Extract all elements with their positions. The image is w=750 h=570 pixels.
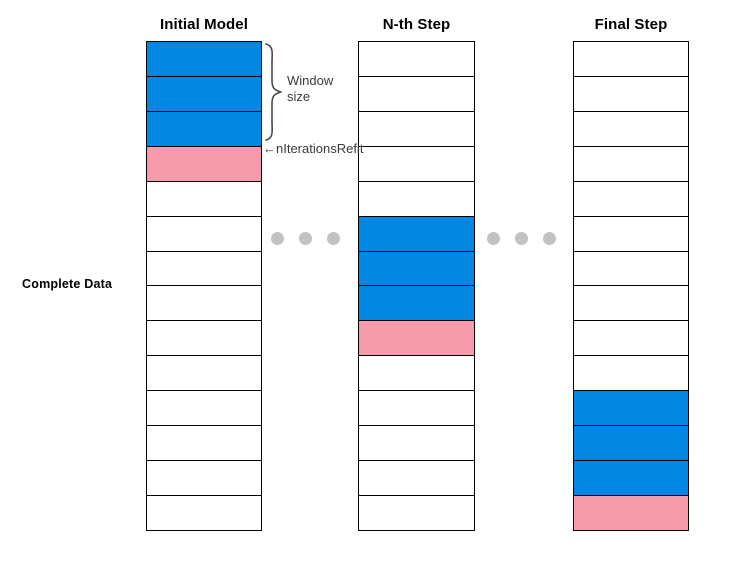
window-size-line-2: size — [287, 89, 311, 104]
data-cell-empty — [574, 286, 688, 322]
ellipsis-dot — [543, 232, 556, 245]
data-cell-empty — [359, 42, 474, 77]
column-final-step — [573, 41, 689, 531]
data-cell-empty — [574, 76, 688, 112]
data-cell-empty — [574, 251, 688, 287]
complete-data-label: Complete Data — [22, 277, 113, 291]
window-size-brace — [265, 43, 282, 141]
data-cell-empty — [147, 251, 261, 287]
data-cell-refit — [574, 495, 688, 530]
data-cell-refit — [359, 321, 474, 357]
data-cell-window — [359, 216, 474, 252]
data-cell-empty — [359, 76, 474, 112]
data-cell-window — [147, 76, 261, 112]
data-cell-window — [359, 286, 474, 322]
data-cell-empty — [147, 391, 261, 427]
column-nth-step — [358, 41, 475, 531]
ellipsis-dots-right — [487, 232, 556, 245]
data-cell-empty — [147, 356, 261, 392]
ellipsis-dots-left — [271, 232, 340, 245]
ellipsis-dot — [271, 232, 284, 245]
data-cell-empty — [359, 461, 474, 496]
data-cell-window — [147, 42, 261, 77]
data-cell-window — [147, 111, 261, 147]
data-cell-window — [574, 391, 688, 427]
data-cell-empty — [359, 146, 474, 182]
data-cell-empty — [359, 391, 474, 427]
data-cell-empty — [147, 495, 261, 530]
data-cell-empty — [574, 146, 688, 182]
data-cell-window — [574, 461, 688, 496]
data-cell-empty — [147, 461, 261, 496]
column-title-initial-model: Initial Model — [160, 16, 248, 33]
data-cell-window — [574, 426, 688, 462]
window-size-annotation: Window size — [287, 73, 333, 105]
data-cell-empty — [359, 495, 474, 530]
column-initial-model — [146, 41, 262, 531]
data-cell-empty — [574, 356, 688, 392]
data-cell-empty — [574, 321, 688, 357]
data-cell-empty — [359, 356, 474, 392]
data-cell-empty — [147, 286, 261, 322]
ellipsis-dot — [327, 232, 340, 245]
data-cell-empty — [359, 111, 474, 147]
data-cell-empty — [359, 181, 474, 217]
column-title-nth-step: N-th Step — [382, 16, 451, 33]
data-cell-empty — [574, 216, 688, 252]
data-cell-empty — [147, 216, 261, 252]
n-iterations-refit-annotation: ←nIterationsRefit — [263, 141, 364, 156]
ellipsis-dot — [487, 232, 500, 245]
ellipsis-dot — [515, 232, 528, 245]
data-cell-empty — [147, 321, 261, 357]
window-size-line-1: Window — [287, 73, 334, 88]
data-cell-empty — [574, 42, 688, 77]
data-cell-refit — [147, 146, 261, 182]
column-title-final-step: Final Step — [594, 16, 668, 33]
data-cell-empty — [574, 111, 688, 147]
data-cell-window — [359, 251, 474, 287]
data-cell-empty — [359, 426, 474, 462]
data-cell-empty — [147, 181, 261, 217]
ellipsis-dot — [299, 232, 312, 245]
data-cell-empty — [147, 426, 261, 462]
data-cell-empty — [574, 181, 688, 217]
